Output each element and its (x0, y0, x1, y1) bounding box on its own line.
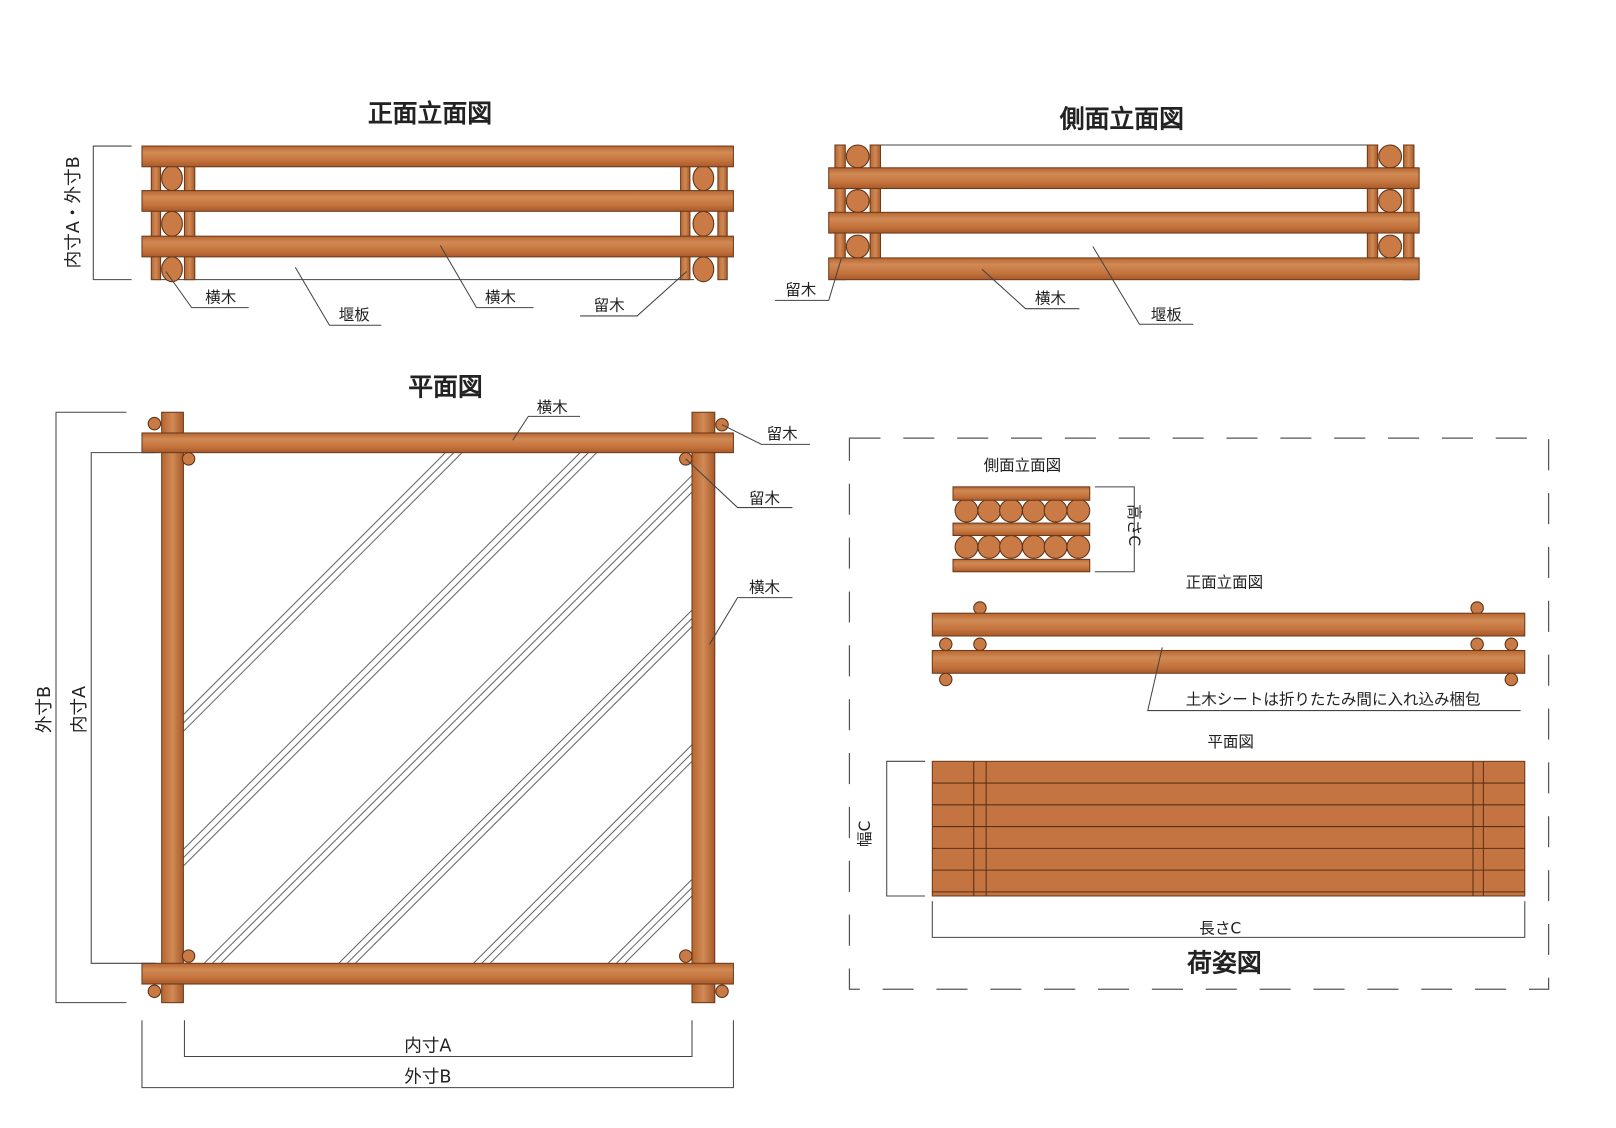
log (977, 534, 1002, 559)
frame (141, 411, 734, 1004)
packed-board-stack (931, 760, 1526, 897)
packing-plan-title: 平面図 (1207, 733, 1254, 751)
log (1021, 498, 1046, 523)
log (1021, 534, 1046, 559)
label-rail: 横木 (1035, 289, 1067, 307)
label-stopper: 留木 (767, 425, 799, 443)
hatch-line (183, 452, 447, 716)
dimension-bracket (92, 145, 132, 281)
hatch-line (472, 744, 692, 964)
packed-pegs (939, 601, 1519, 687)
hatch-line (346, 617, 692, 964)
side-elevation: 側面立面図 留木 横木 堰板 (774, 104, 1420, 325)
hatch-line (211, 482, 692, 964)
label-rail: 横木 (485, 288, 517, 306)
packing-side-title: 側面立面図 (984, 456, 1062, 474)
label-rail: 横木 (537, 398, 569, 416)
log (1066, 498, 1091, 523)
hatch-line (338, 609, 692, 964)
dim-outer-b: 外寸B (404, 1067, 451, 1087)
outer-dimension-vertical (55, 411, 127, 1004)
geotextile-hatching (183, 452, 692, 964)
hatch-line (183, 452, 590, 859)
front-elevation-title: 正面立面図 (368, 99, 492, 128)
stacked-logs (954, 498, 1091, 559)
dim-height-c: 高さC (1125, 504, 1143, 546)
logs (161, 165, 715, 283)
hatch-line (183, 452, 463, 733)
hatch-line (183, 452, 581, 851)
horizontal-rails (141, 145, 734, 258)
dim-inner-a: 内寸A (70, 686, 90, 733)
hatch-line (183, 452, 455, 724)
label-rail: 横木 (749, 578, 781, 596)
log (1066, 534, 1091, 559)
inner-dimension-horizontal (183, 1020, 693, 1058)
log (977, 498, 1002, 523)
log (1043, 498, 1068, 523)
hatch-line (623, 895, 692, 964)
hatch-line (489, 760, 692, 964)
outer-dimension-horizontal (141, 1020, 734, 1089)
hatch-line (607, 878, 692, 964)
side-elevation-title: 側面立面図 (1059, 104, 1184, 133)
inner-dimension-vertical (90, 452, 156, 964)
hatch-line (183, 452, 598, 867)
stopper-pegs (147, 416, 729, 999)
packing-note: 土木シートは折りたたみ間に入れ込み梱包 (1186, 690, 1481, 708)
logs (845, 144, 1403, 259)
label-stopper: 留木 (785, 281, 817, 299)
log (999, 498, 1023, 523)
hatch-line (219, 491, 692, 964)
packing-frame (848, 437, 1550, 990)
horizontal-rails (828, 167, 1420, 281)
hatch-line (480, 752, 692, 964)
dim-inner-a: 内寸A (404, 1036, 451, 1056)
dim-length-c: 長さC (1199, 919, 1241, 937)
label-stopper: 留木 (749, 489, 781, 507)
log (999, 534, 1023, 559)
label-rail: 横木 (205, 288, 237, 306)
log (954, 534, 979, 559)
hatch-line (354, 625, 692, 964)
packing-view-title: 荷姿図 (1187, 949, 1262, 978)
packing-front-title: 正面立面図 (1186, 573, 1264, 591)
log (954, 498, 979, 523)
label-stopper: 留木 (594, 297, 626, 315)
front-elevation: 正面立面図 内寸A・外寸B 横木 堰板 横木 留木 (64, 99, 734, 326)
dim-width-c: 幅C (856, 821, 874, 847)
log (1043, 534, 1068, 559)
label-weir-board: 堰板 (339, 306, 370, 324)
dimension-label: 内寸A・外寸B (64, 156, 84, 268)
packing-view: 荷姿図 側面立面図 高さC 正面立面図 土木シートは折りたたみ間に入れ込み梱包 … (848, 437, 1550, 990)
hatch-line (615, 886, 692, 964)
plan-view: 平面図 横木 留木 留木 横木 外寸B 内寸A 内寸A 外寸B (35, 373, 811, 1089)
label-weir-board: 堰板 (1151, 306, 1182, 324)
plan-view-title: 平面図 (408, 373, 483, 402)
hatch-line (203, 474, 692, 964)
dim-outer-b: 外寸B (35, 686, 55, 733)
